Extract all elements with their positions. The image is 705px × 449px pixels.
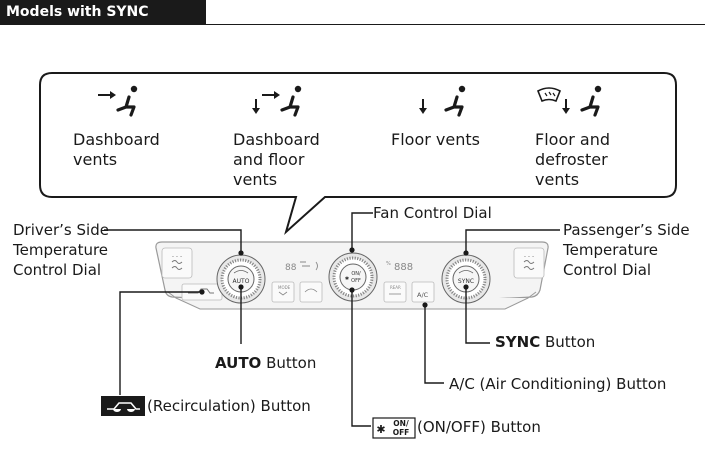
fan-control-dial-label: Fan Control Dial: [373, 204, 492, 222]
svg-text:OFF: OFF: [351, 278, 361, 284]
svg-text:✱: ✱: [345, 276, 350, 282]
svg-text:✱: ✱: [376, 423, 385, 436]
vent-modes-bubble: [39, 72, 677, 236]
center-fan-dial-graphic: ON/ OFF ✱: [328, 252, 378, 302]
onoff-icon: ✱ ON/ OFF: [372, 417, 416, 439]
svg-text:- - -: - - -: [524, 253, 534, 260]
svg-text:888: 888: [394, 262, 413, 273]
vent-label-floor: Floor vents: [391, 130, 480, 149]
svg-text:SYNC: SYNC: [458, 278, 474, 285]
svg-text:A/C: A/C: [417, 291, 429, 299]
floor-vent-icon: [419, 85, 466, 117]
vent-label-dashboard-floor: Dashboard and floor vents: [233, 130, 320, 189]
recirculation-button-label: (Recirculation) Button: [147, 397, 311, 415]
ac-button-label: A/C (Air Conditioning) Button: [449, 375, 667, 393]
dashboard-floor-vent-icon: [252, 85, 302, 117]
section-header: Models with SYNC button: [0, 0, 206, 44]
sync-button-label: SYNC Button: [495, 333, 596, 351]
left-temp-dial-graphic: AUTO: [216, 254, 266, 304]
svg-text:OFF: OFF: [393, 428, 410, 437]
auto-button-label: AUTO Button: [215, 354, 317, 372]
floor-defroster-vent-icon: [536, 85, 602, 117]
header-rule: [0, 24, 705, 25]
svg-text:MODE: MODE: [278, 285, 291, 290]
vent-label-dashboard: Dashboard vents: [73, 130, 160, 169]
driver-temp-dial-label: Driver’s Side Temperature Control Dial: [13, 221, 109, 279]
svg-text:ON/: ON/: [351, 271, 361, 277]
svg-text:AUTO: AUTO: [233, 278, 250, 285]
svg-text:88: 88: [285, 263, 297, 273]
svg-text:ON/: ON/: [393, 419, 409, 428]
svg-text:- - -: - - -: [172, 253, 182, 260]
passenger-temp-dial-label: Passenger’s Side Temperature Control Dia…: [563, 221, 690, 279]
climate-control-panel: - - - - - - 88 888 % MODE REAR A/C AUTO: [155, 241, 549, 310]
svg-text:REAR: REAR: [390, 285, 401, 290]
dashboard-vent-icon: [98, 85, 138, 117]
svg-text:%: %: [386, 261, 391, 267]
recirculation-icon: [101, 396, 145, 416]
vent-label-floor-defroster: Floor and defroster vents: [535, 130, 610, 189]
leader-lines: [104, 212, 560, 427]
onoff-button-label: (ON/OFF) Button: [417, 418, 541, 436]
